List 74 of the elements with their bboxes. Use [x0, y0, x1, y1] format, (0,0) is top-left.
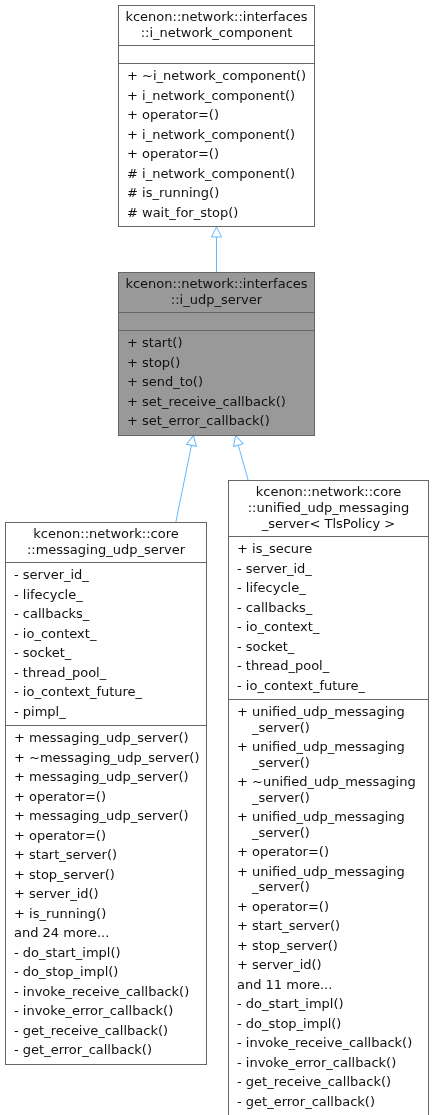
inheritance-arrow [175, 435, 197, 523]
class-member: + messaging_udp_server() [14, 729, 189, 747]
class-member: - thread_pool_ [14, 663, 108, 682]
class-member: - get_error_callback() [14, 1041, 154, 1059]
class-name: kcenon::network::core ::messaging_udp_server [25, 525, 187, 559]
class-member: - io_context_future_ [14, 683, 144, 701]
class-member: + is_running() [14, 904, 107, 923]
class-member: - pimpl_ [14, 702, 67, 721]
class-member: - socket_ [237, 637, 296, 656]
class-member: + operator=() [127, 106, 219, 124]
class-member: - do_start_impl() [237, 995, 345, 1013]
class-member: - invoke_error_callback() [14, 1002, 175, 1020]
class-member: + ~unified_udp_messaging _server() [237, 773, 417, 807]
class-member: + set_error_callback() [127, 412, 270, 430]
class-member: - io_context_ [237, 618, 321, 636]
class-member: + i_network_component() [127, 125, 296, 144]
class-name: kcenon::network::interfaces ::i_network_component [124, 8, 309, 42]
class-member: # i_network_component() [127, 164, 296, 183]
class-member: - invoke_receive_callback() [14, 982, 191, 1001]
class-member: - thread_pool_ [237, 657, 331, 675]
class-member: + unified_udp_messaging _server() [237, 738, 406, 772]
class-member: + operator=() [127, 145, 219, 163]
class-member: - get_receive_callback() [237, 1073, 393, 1091]
class-member: + ~i_network_component() [127, 67, 306, 85]
class-member: - io_context_ [14, 624, 98, 643]
class-box [5, 522, 207, 1065]
class-member: + set_receive_callback() [127, 392, 286, 411]
class-box [118, 5, 315, 227]
class-member: + operator=() [14, 787, 106, 806]
class-member: + ~messaging_udp_server() [14, 748, 200, 767]
class-member: - server_id_ [14, 566, 90, 584]
class-member: - get_receive_callback() [14, 1021, 170, 1040]
class-member: - lifecycle_ [14, 585, 84, 604]
class-member: + i_network_component() [127, 86, 296, 105]
class-member: - do_stop_impl() [14, 963, 120, 981]
class-member: + stop() [127, 353, 181, 372]
class-member: + send_to() [127, 373, 203, 391]
class-member: - socket_ [14, 644, 73, 662]
class-member: + start_server() [14, 846, 118, 864]
inheritance-arrow [211, 226, 222, 273]
class-member: + start() [127, 334, 183, 352]
class-member: - invoke_error_callback() [237, 1053, 398, 1072]
class-member: - server_id_ [237, 559, 313, 578]
class-member: + unified_udp_messaging _server() [237, 808, 406, 842]
class-member: + unified_udp_messaging _server() [237, 862, 406, 896]
class-member: + stop_server() [237, 936, 338, 955]
class-member: - invoke_receive_callback() [237, 1034, 414, 1052]
class-member: + operator=() [14, 826, 106, 845]
class-member: + unified_udp_messaging _server() [237, 703, 406, 737]
class-member: and 11 more... [237, 975, 333, 994]
class-member: # wait_for_stop() [127, 203, 239, 222]
class-member: + is_secure [237, 540, 313, 558]
class-member: + messaging_udp_server() [14, 768, 189, 786]
class-member: - do_start_impl() [14, 943, 122, 962]
class-member: + stop_server() [14, 865, 115, 884]
class-member: and 24 more... [14, 924, 110, 942]
class-member: - io_context_future_ [237, 676, 367, 695]
class-member: + start_server() [237, 917, 341, 935]
class-member: - lifecycle_ [237, 579, 307, 597]
class-box [118, 272, 315, 436]
class-member: - do_stop_impl() [237, 1014, 343, 1033]
class-member: + operator=() [237, 897, 329, 916]
inheritance-arrow [233, 435, 249, 481]
class-member: - get_error_callback() [237, 1092, 377, 1111]
class-name: kcenon::network::core ::unified_udp_messaging _server< TlsPolicy > [246, 483, 411, 533]
class-member: + messaging_udp_server() [14, 807, 189, 825]
class-member: # is_running() [127, 184, 220, 202]
class-member: - callbacks_ [237, 598, 314, 617]
class-member: + operator=() [237, 843, 329, 861]
class-member: - callbacks_ [14, 605, 91, 623]
class-member: + server_id() [237, 956, 322, 974]
class-member: + server_id() [14, 885, 99, 903]
class-name: kcenon::network::interfaces ::i_udp_server [124, 275, 309, 309]
class-box [228, 480, 429, 1115]
